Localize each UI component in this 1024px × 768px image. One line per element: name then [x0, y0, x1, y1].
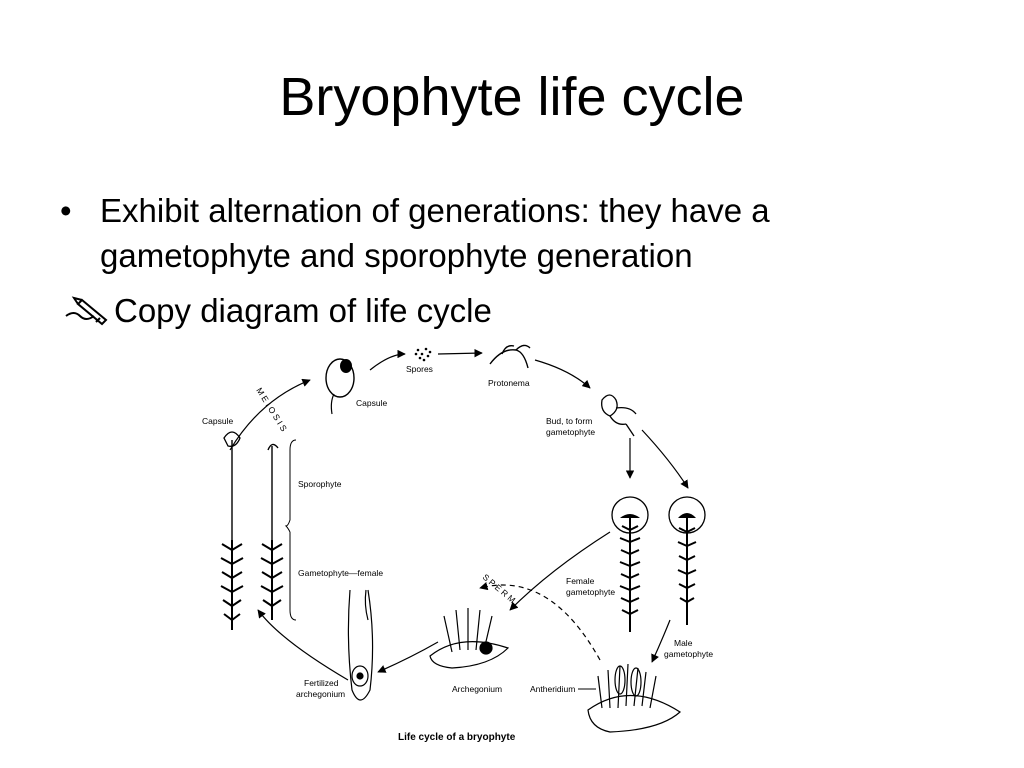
label-male-gametophyte: Male [674, 638, 693, 648]
life-cycle-svg: Spores Protonema Bud, to form gametophyt… [202, 344, 713, 743]
open-capsule [325, 358, 355, 415]
female-gametophyte [611, 496, 649, 632]
label-antheridium: Antheridium [530, 684, 575, 694]
label-archegonium: Archegonium [452, 684, 502, 694]
sporophyte-bracket [284, 439, 297, 533]
arrow-protonema-to-bud [534, 359, 591, 389]
label-spores: Spores [406, 364, 433, 374]
bullet-marker: • [60, 192, 72, 229]
label-bud-2: gametophyte [546, 427, 595, 437]
label-sporophyte: Sporophyte [298, 479, 342, 489]
label-capsule-left: Capsule [202, 416, 233, 426]
fertilized-archegonium [347, 589, 374, 701]
slide-title: Bryophyte life cycle [279, 67, 745, 127]
sporophyte-plants [220, 431, 284, 630]
label-fertilized: Fertilized [304, 678, 339, 688]
arrow-fertilized-to-sporophyte [257, 609, 349, 681]
arrow-female-to-archegonium [509, 531, 611, 611]
pencil-writing-icon [65, 295, 108, 325]
instruction-row: Copy diagram of life cycle [60, 288, 960, 333]
instruction-text: Copy diagram of life cycle [114, 292, 492, 329]
gametophyte-bracket [289, 532, 297, 621]
label-female-gametophyte-2: gametophyte [566, 587, 615, 597]
label-female-gametophyte: Female [566, 576, 595, 586]
label-fertilized-2: archegonium [296, 689, 345, 699]
label-capsule-top: Capsule [356, 398, 387, 408]
bullet-item: • Exhibit alternation of generations: th… [60, 188, 960, 278]
bud [601, 394, 637, 437]
bullet-text: Exhibit alternation of generations: they… [100, 192, 770, 274]
life-cycle-diagram: Spores Protonema Bud, to form gametophyt… [190, 340, 730, 750]
diagram-caption: Life cycle of a bryophyte [398, 732, 516, 743]
label-gametophyte-female: Gametophyte—female [298, 568, 383, 578]
arrow-capsule-to-spores [369, 349, 406, 371]
spores-cluster [414, 347, 432, 362]
label-male-gametophyte-2: gametophyte [664, 649, 713, 659]
protonema [489, 344, 531, 369]
archegonium-cluster [429, 608, 510, 669]
label-sperm: S P E R M [481, 572, 518, 605]
arrow-meiosis [229, 378, 311, 451]
arrow-bud-to-male [641, 429, 689, 489]
arrow-sperm [479, 582, 601, 661]
label-bud: Bud, to form [546, 416, 592, 426]
bullet-list: • Exhibit alternation of generations: th… [60, 188, 960, 333]
arrow-male-to-antheridium [651, 619, 671, 663]
arrow-archegonium-to-fertilized [377, 641, 439, 673]
label-protonema: Protonema [488, 378, 530, 388]
arrow-spores-to-protonema [437, 348, 483, 358]
antheridium-cluster [587, 663, 681, 733]
male-gametophyte [668, 496, 706, 625]
